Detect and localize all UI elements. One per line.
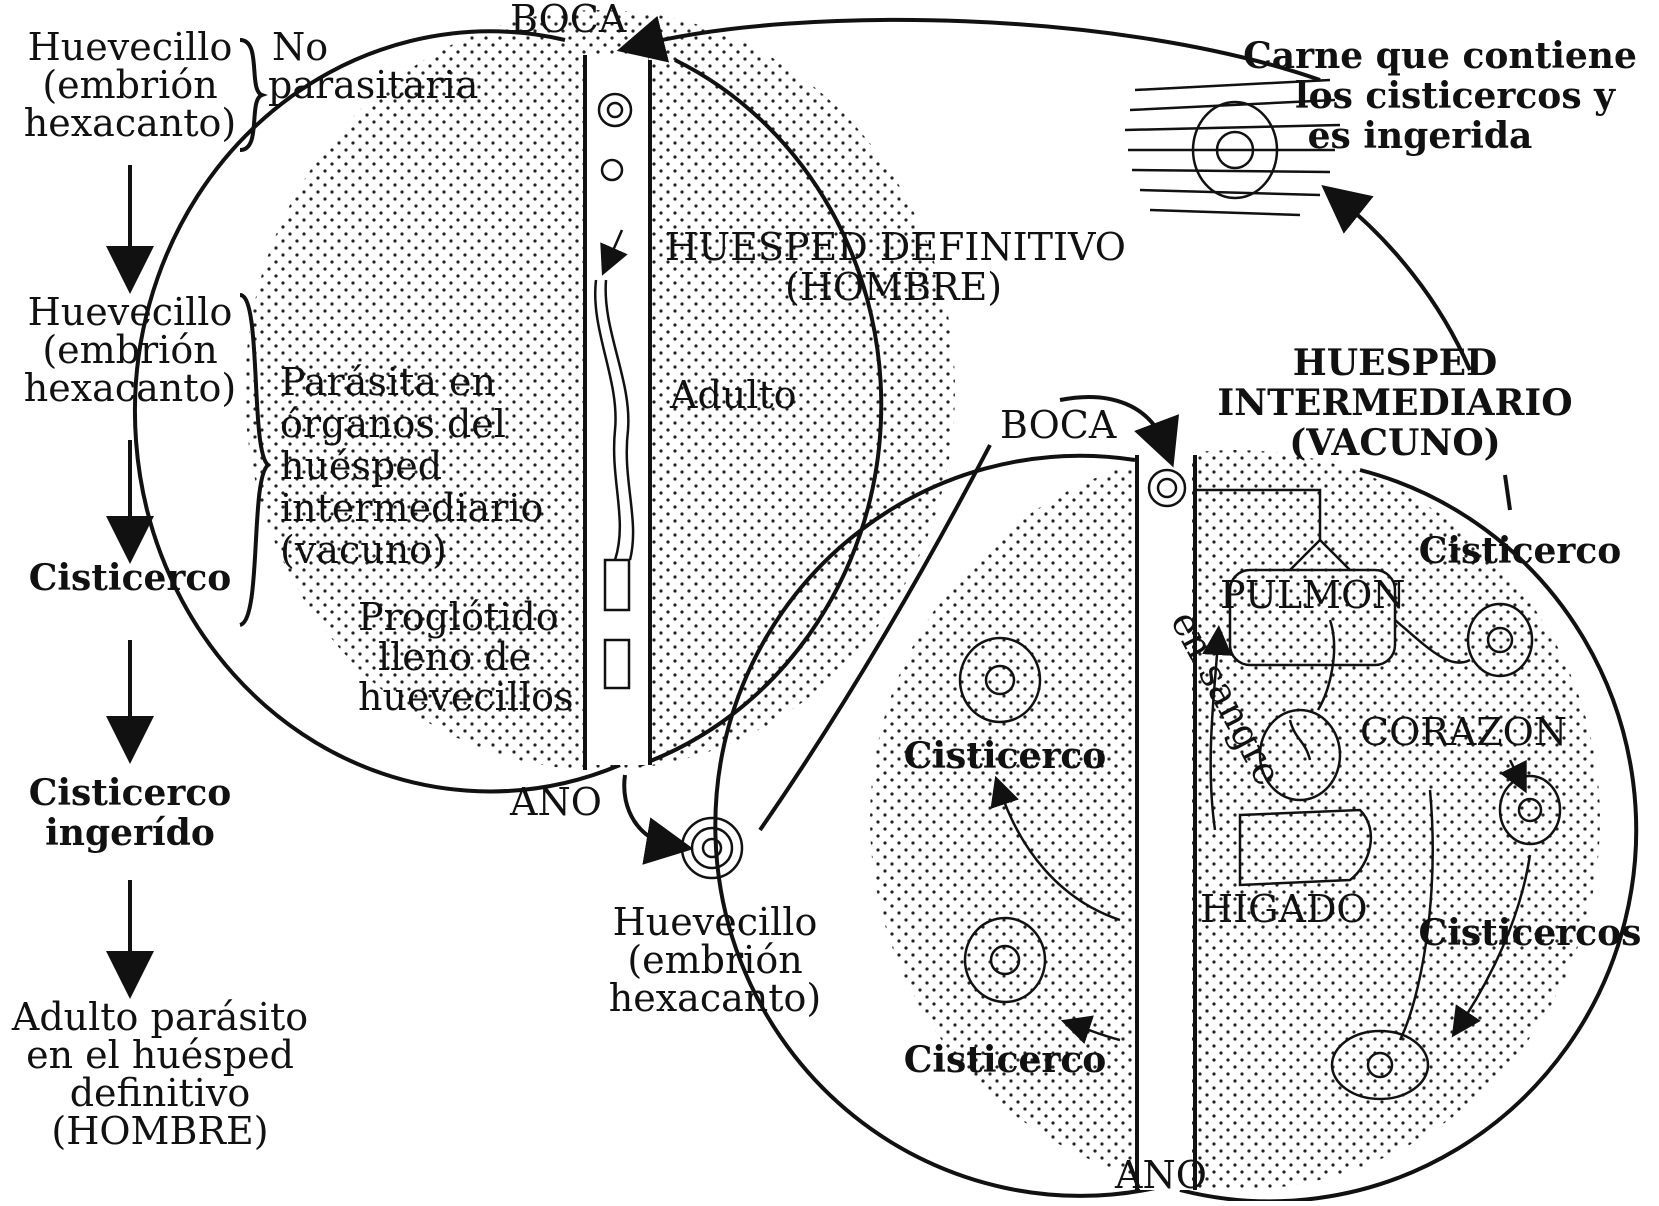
liver-label: HIGADO (1200, 887, 1368, 931)
cysticerci-lower-right-label: Cisticercos (1419, 912, 1642, 954)
heart-label: CORAZON (1360, 710, 1567, 754)
cysticercus-upper-right-label: Cisticerco (1419, 530, 1622, 572)
cysticercus-left-label: Cisticerco (904, 735, 1107, 777)
intermediate-host-title-line3: (VACUNO) (1289, 422, 1500, 464)
meat-label-line2: los cisticercos y (1295, 75, 1616, 117)
anus-to-egg-arrow (624, 775, 670, 845)
definitive-host-body (135, 0, 960, 791)
intermediate-anus-label: ANO (1114, 1153, 1207, 1197)
definitive-host-title-line1: HUESPED DEFINITIVO (665, 225, 1126, 269)
meat-label-line3: es ingerida (1308, 115, 1533, 157)
proglottid-line1: Proglótido (358, 595, 559, 639)
egg-label-line3: hexacanto) (609, 976, 821, 1020)
proglottid-line2: lleno de (378, 635, 531, 679)
meat-label-line1: Carne que contiene (1243, 35, 1637, 77)
proglottid-line3: huevecillos (358, 675, 574, 719)
stage2-note-line5: (vacuno) (280, 528, 447, 572)
stage5-line4: (HOMBRE) (51, 1109, 268, 1153)
stage1-line3: hexacanto) (24, 101, 236, 145)
stage2-note-line2: órganos del (280, 402, 506, 446)
intermediate-host-title-line2: INTERMEDIARIO (1217, 382, 1572, 424)
stage2-note-line1: Parásita en (280, 360, 496, 404)
stage2-note-line3: huésped (280, 444, 442, 488)
title-pointer (1505, 475, 1510, 510)
stage3-label: Cisticerco (29, 557, 232, 599)
intermediate-host-title-line1: HUESPED (1293, 342, 1498, 384)
egg-icon (682, 818, 742, 878)
stage4-line2: ingerído (45, 812, 215, 854)
stage2-line3: hexacanto) (24, 366, 236, 410)
definitive-anus-label: ANO (509, 780, 602, 824)
stage2-note-line4: intermediario (280, 486, 543, 530)
stage1-note-line2: parasitaria (268, 63, 478, 107)
cysticercus-lower-left-label: Cisticerco (904, 1039, 1107, 1081)
definitive-mouth-label: BOCA (510, 0, 627, 41)
lung-label: PULMON (1220, 573, 1405, 617)
definitive-host-title-line2: (HOMBRE) (785, 265, 1002, 309)
brace (240, 40, 262, 150)
adult-label: Adulto (669, 373, 797, 417)
stage4-line1: Cisticerco (29, 772, 232, 814)
intermediate-mouth-label: BOCA (1000, 403, 1117, 447)
